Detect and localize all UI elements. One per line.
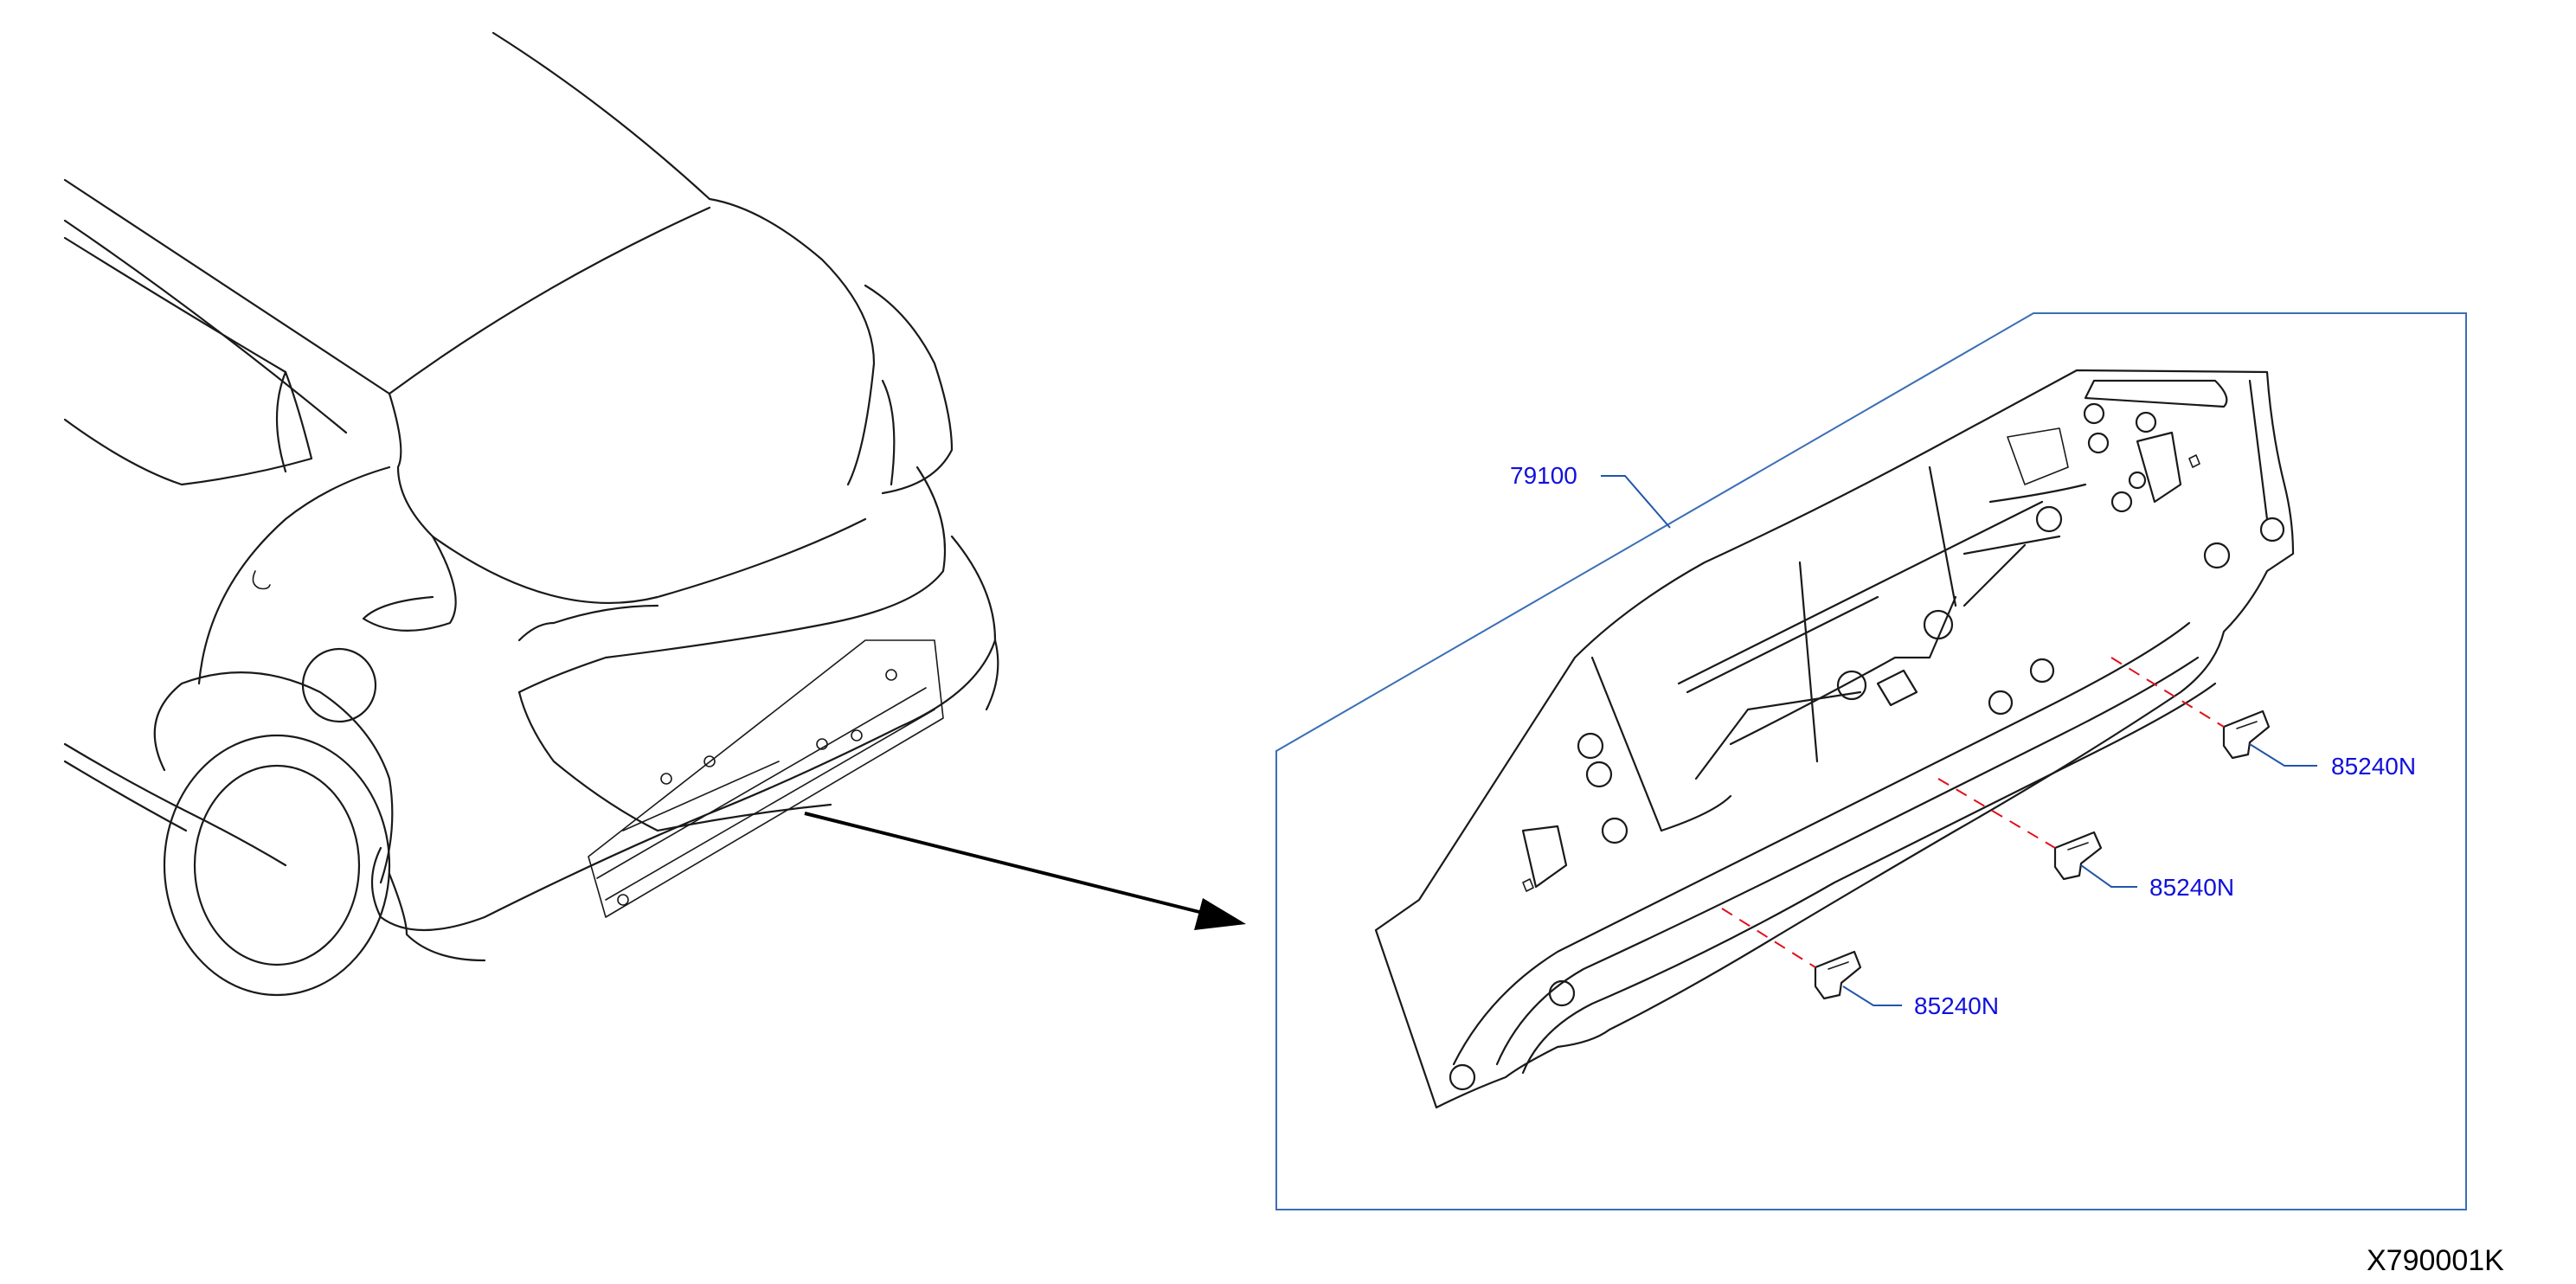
alignment-line-middle xyxy=(1937,778,2056,849)
clip-85240N-lower xyxy=(1814,950,1862,1000)
alignment-line-lower xyxy=(1721,908,1816,968)
diagram-code: X790001K xyxy=(2367,1244,2504,1277)
pointer-arrow xyxy=(804,812,1246,930)
clip-85240N-upper xyxy=(2222,709,2271,760)
leader-clip-upper xyxy=(2249,743,2317,767)
alignment-line-upper xyxy=(2110,657,2225,728)
leader-79100 xyxy=(1601,475,1671,529)
part-label-85240N-upper[interactable]: 85240N xyxy=(2331,753,2416,780)
detail-box xyxy=(1275,312,2467,1210)
part-label-79100[interactable]: 79100 xyxy=(1510,462,1577,489)
leader-clip-middle xyxy=(2080,864,2137,888)
part-label-85240N-middle[interactable]: 85240N xyxy=(2149,874,2234,901)
leader-clip-lower xyxy=(1842,985,1902,1006)
clip-85240N-middle xyxy=(2053,831,2103,881)
rear-panel-79100 xyxy=(1374,369,2295,1109)
vehicle-rear-illustration xyxy=(63,31,999,997)
part-label-85240N-lower[interactable]: 85240N xyxy=(1914,992,1999,1019)
